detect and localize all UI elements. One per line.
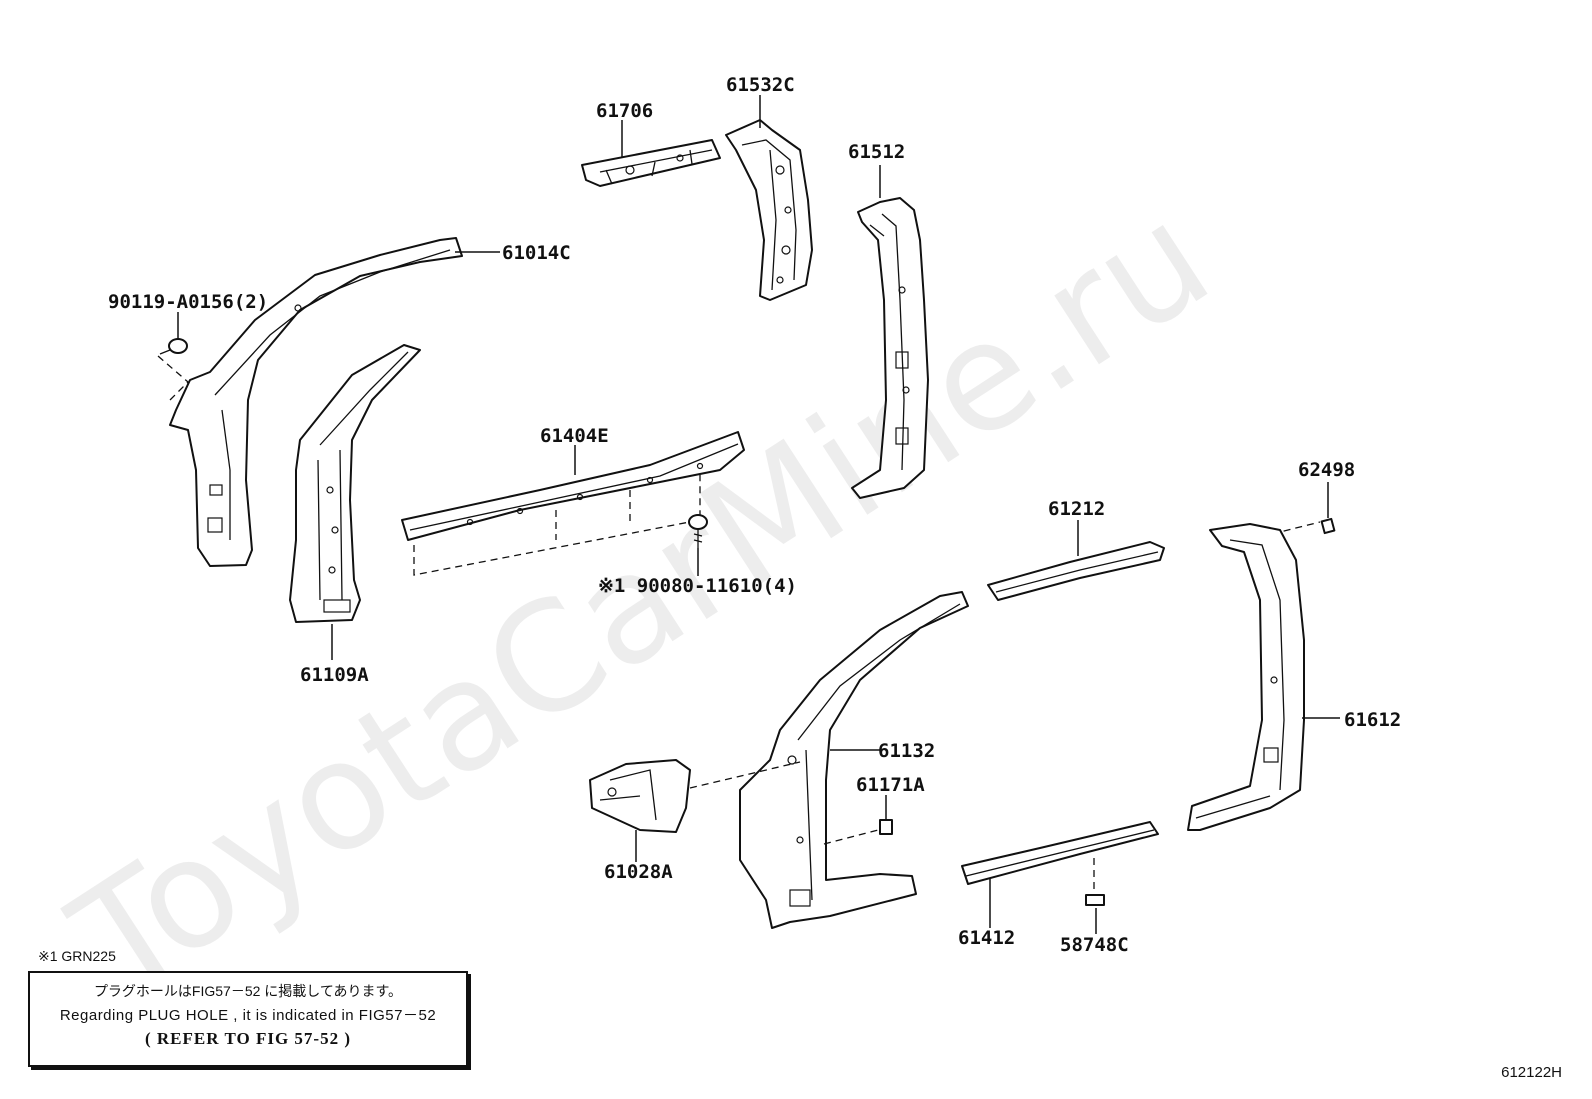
footnote: ※1 GRN225 xyxy=(38,948,116,964)
figure-id: 612122H xyxy=(1501,1064,1562,1081)
part-61132-drawing xyxy=(739,591,969,929)
dash-90119 xyxy=(157,355,189,401)
part-label-90080: ※1 90080-11610(4) xyxy=(598,575,797,597)
dash-61171A xyxy=(823,829,879,845)
part-61171A-drawing xyxy=(879,819,893,835)
part-61412-drawing xyxy=(961,821,1159,885)
part-label-61171A: 61171A xyxy=(856,774,925,796)
part-58748C-drawing xyxy=(1085,894,1105,906)
bolt-90080-drawing xyxy=(688,514,708,548)
part-label-61404E: 61404E xyxy=(540,425,609,447)
part-label-62498: 62498 xyxy=(1298,459,1355,481)
part-61512-drawing xyxy=(851,197,929,499)
part-label-61132: 61132 xyxy=(878,740,935,762)
part-label-61412: 61412 xyxy=(958,927,1015,949)
part-61404E-drawing xyxy=(401,431,745,541)
part-label-61512: 61512 xyxy=(848,141,905,163)
bolt-90119-drawing xyxy=(159,338,188,355)
part-62498-drawing xyxy=(1320,517,1336,535)
part-label-61706: 61706 xyxy=(596,100,653,122)
part-61612-drawing xyxy=(1187,523,1305,831)
part-label-61028A: 61028A xyxy=(604,861,673,883)
part-61706-drawing xyxy=(581,139,721,187)
note-line-japanese: プラグホールはFIG57－52 に掲載してあります。 xyxy=(93,983,403,999)
part-61028A-drawing xyxy=(589,759,691,833)
part-label-61109A: 61109A xyxy=(300,664,369,686)
note-box: プラグホールはFIG57－52 に掲載してあります。 Regarding PLU… xyxy=(28,971,468,1067)
part-61212-drawing xyxy=(987,541,1165,601)
dash-62498 xyxy=(1271,521,1321,535)
part-61109A-drawing xyxy=(289,344,421,623)
note-line-refer: ( REFER TO FIG 57-52 ) xyxy=(144,1029,352,1048)
dash-61028A xyxy=(689,761,801,789)
leader-lines xyxy=(177,95,1340,934)
note-line-english: Regarding PLUG HOLE , it is indicated in… xyxy=(59,1007,437,1024)
leader-61404E-dash xyxy=(413,475,701,576)
part-label-61014C: 61014C xyxy=(502,242,571,264)
part-label-61612: 61612 xyxy=(1344,709,1401,731)
part-61014C-drawing xyxy=(169,237,463,567)
part-label-61532C: 61532C xyxy=(726,74,795,96)
part-61532C-drawing xyxy=(725,119,813,301)
part-label-90119: 90119-A0156(2) xyxy=(108,291,268,313)
part-label-58748C: 58748C xyxy=(1060,934,1129,956)
part-label-61212: 61212 xyxy=(1048,498,1105,520)
